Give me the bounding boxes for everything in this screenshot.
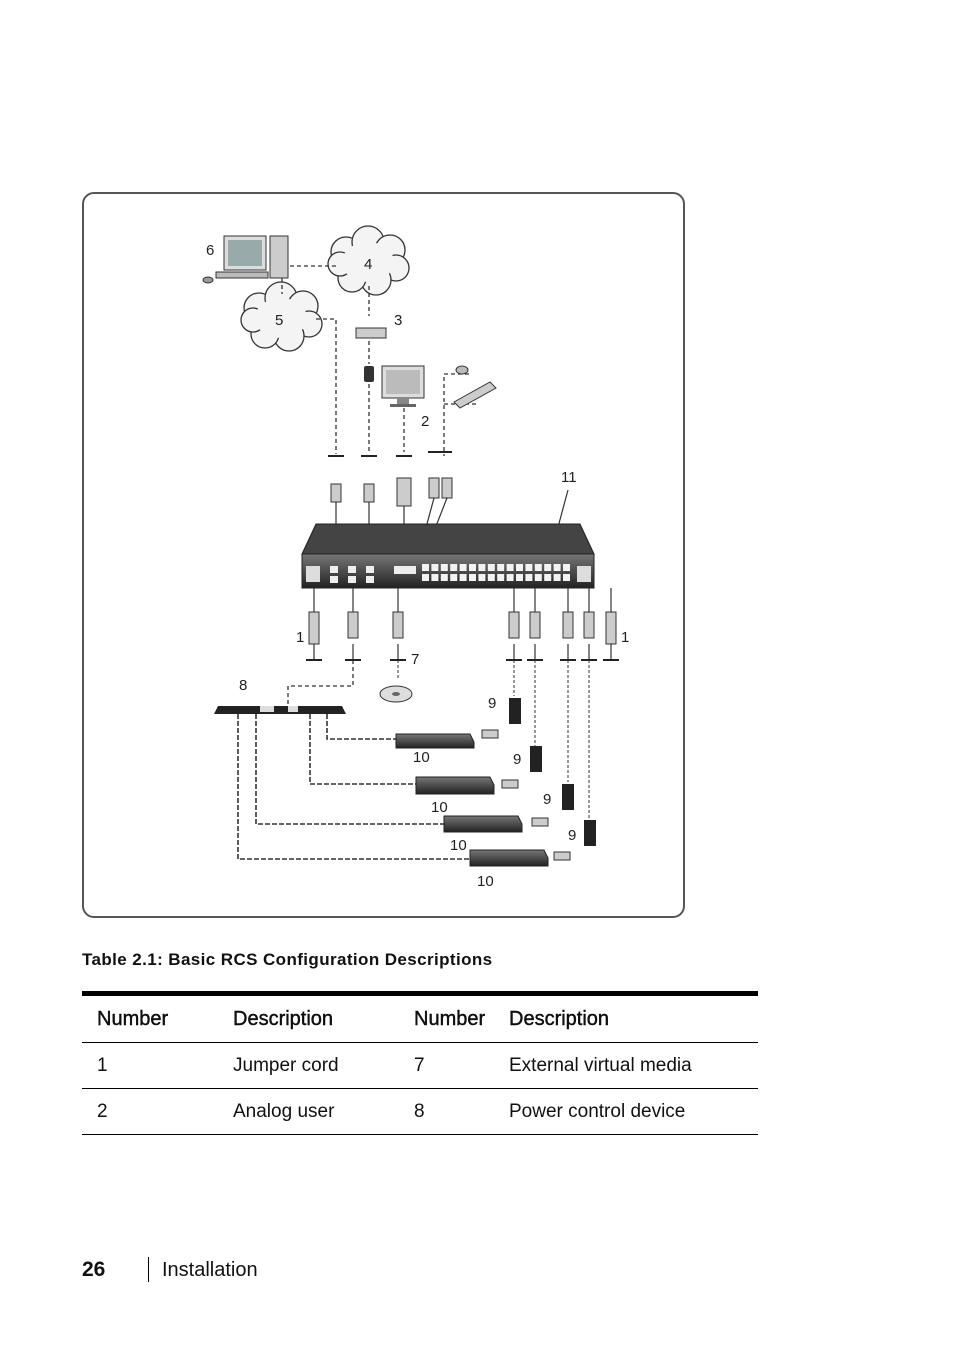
- port: [563, 574, 570, 581]
- diagram-canvas: 1 1 2 3 4 5 6 7 8 9 9 9 9 10 10 10 10 11: [202, 225, 629, 890]
- callout-6: 6: [206, 242, 214, 259]
- port: [459, 574, 467, 581]
- rcs-appliance: [301, 523, 595, 589]
- port: [478, 564, 486, 571]
- callout-labels: 1 1 2 3 4 5 6 7 8 9 9 9 9 10 10 10 10 11: [206, 242, 629, 890]
- port: [525, 574, 533, 581]
- port: [553, 564, 561, 571]
- callout-11: 11: [561, 469, 577, 486]
- callout-9-c: 9: [543, 791, 551, 808]
- callout-10-c: 10: [450, 837, 467, 854]
- port: [431, 574, 439, 581]
- configuration-diagram: 1 1 2 3 4 5 6 7 8 9 9 9 9 10 10 10 10 11: [82, 192, 685, 918]
- serial-adapter-icon: [364, 366, 374, 382]
- port: [534, 574, 542, 581]
- port: [516, 564, 523, 571]
- port: [506, 564, 514, 571]
- callout-5: 5: [275, 312, 283, 329]
- cell-number: 1: [82, 1042, 233, 1089]
- port: [487, 564, 495, 571]
- upper-cable-markers: [328, 451, 452, 457]
- callout-4: 4: [364, 256, 372, 273]
- cell-description: Analog user: [233, 1088, 414, 1135]
- port: [469, 574, 476, 581]
- lower-connectors: [308, 611, 617, 645]
- modem-icon: [355, 327, 387, 339]
- analog-user-station: [381, 365, 497, 409]
- upper-connectors: [330, 477, 453, 507]
- port: [534, 564, 542, 571]
- page-number: 26: [82, 1258, 106, 1281]
- callout-9-b: 9: [513, 751, 521, 768]
- server-interface-modules: [481, 660, 596, 861]
- port: [478, 574, 486, 581]
- table-row: 2 Analog user 8 Power control device: [82, 1088, 758, 1135]
- cell-number: 8: [414, 1088, 509, 1135]
- header-number-1: Number: [82, 993, 233, 1043]
- port: [525, 564, 533, 571]
- callout-10-b: 10: [431, 799, 448, 816]
- section-name: Installation: [162, 1259, 258, 1281]
- callout-7: 7: [411, 651, 419, 668]
- port: [459, 564, 467, 571]
- cell-description: External virtual media: [509, 1042, 758, 1089]
- callout-10-a: 10: [413, 749, 430, 766]
- port: [497, 564, 505, 571]
- network-cloud-4: [327, 225, 410, 296]
- header-description-1: Description: [233, 993, 414, 1043]
- cell-description: Power control device: [509, 1088, 758, 1135]
- port: [516, 574, 523, 581]
- header-number-2: Number: [414, 993, 509, 1043]
- cell-description: Jumper cord: [233, 1042, 414, 1089]
- port: [422, 564, 429, 571]
- port: [440, 564, 448, 571]
- port: [544, 564, 552, 571]
- power-lines: [237, 714, 470, 860]
- port: [487, 574, 495, 581]
- lower-cords: [313, 588, 612, 660]
- port: [553, 574, 561, 581]
- callout-8: 8: [239, 677, 247, 694]
- callout-3: 3: [394, 312, 402, 329]
- table-header-row: Number Description Number Description: [82, 993, 758, 1043]
- callout-9-d: 9: [568, 827, 576, 844]
- callout-9-a: 9: [488, 695, 496, 712]
- target-servers: [395, 733, 549, 867]
- header-description-2: Description: [509, 993, 758, 1043]
- port: [450, 574, 458, 581]
- footer-divider: [148, 1257, 149, 1282]
- port: [506, 574, 514, 581]
- port: [450, 564, 458, 571]
- network-cloud-5: [240, 281, 323, 352]
- table-caption: Table 2.1: Basic RCS Configuration Descr…: [82, 950, 493, 969]
- callout-1-right: 1: [621, 629, 629, 646]
- configuration-table: Number Description Number Description 1 …: [82, 991, 758, 1135]
- callout-1-left: 1: [296, 629, 304, 646]
- power-control-device: [214, 706, 346, 714]
- port: [440, 574, 448, 581]
- port: [563, 564, 570, 571]
- callout-10-d: 10: [477, 873, 494, 890]
- port: [497, 574, 505, 581]
- callout-2: 2: [421, 413, 429, 430]
- cell-number: 2: [82, 1088, 233, 1135]
- port: [544, 574, 552, 581]
- port: [422, 574, 429, 581]
- virtual-media-disc-icon: [379, 660, 413, 703]
- port: [469, 564, 476, 571]
- workstation-icon: [202, 235, 289, 284]
- cell-number: 7: [414, 1042, 509, 1089]
- port: [431, 564, 439, 571]
- table-row: 1 Jumper cord 7 External virtual media: [82, 1042, 758, 1089]
